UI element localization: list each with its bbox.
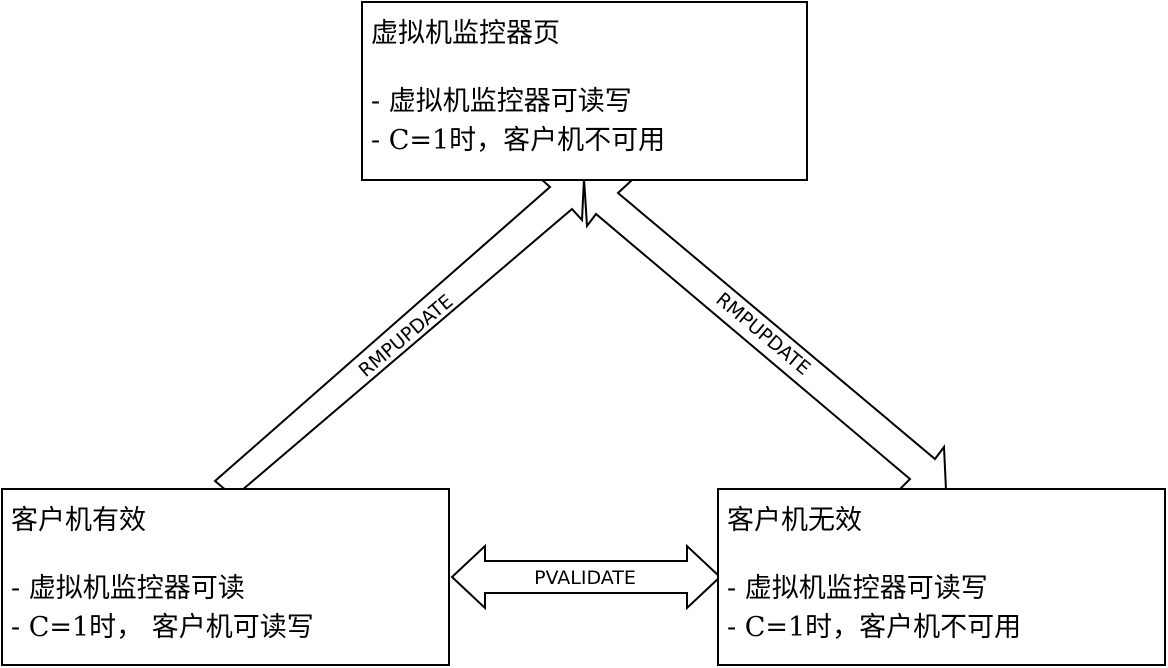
state-title: 虚拟机监控器页 [371, 18, 560, 49]
state-line: - 虚拟机监控器可读 [11, 573, 245, 605]
hypervisor-page-state: 虚拟机监控器页 - 虚拟机监控器可读写 - C=1时，客户机不可用 [361, 1, 808, 181]
state-title: 客户机无效 [727, 505, 862, 536]
guest-valid-state: 客户机有效 - 虚拟机监控器可读 - C=1时， 客户机可读写 [1, 488, 450, 666]
state-line: - C=1时，客户机不可用 [727, 611, 1022, 643]
state-line: - 虚拟机监控器可读写 [371, 86, 632, 118]
state-line: - C=1时， 客户机可读写 [11, 611, 314, 643]
label-valid-invalid: PVALIDATE [534, 567, 636, 589]
state-title: 客户机有效 [11, 505, 146, 536]
state-line: - 虚拟机监控器可读写 [727, 573, 988, 605]
label-hypervisor-to-invalid: RMPUPDATE [712, 288, 815, 379]
label-valid-to-hypervisor: RMPUPDATE [355, 290, 458, 381]
arrow-valid-to-hypervisor [213, 177, 586, 499]
guest-invalid-state: 客户机无效 - 虚拟机监控器可读写 - C=1时，客户机不可用 [717, 488, 1166, 666]
state-line: - C=1时，客户机不可用 [371, 124, 666, 156]
